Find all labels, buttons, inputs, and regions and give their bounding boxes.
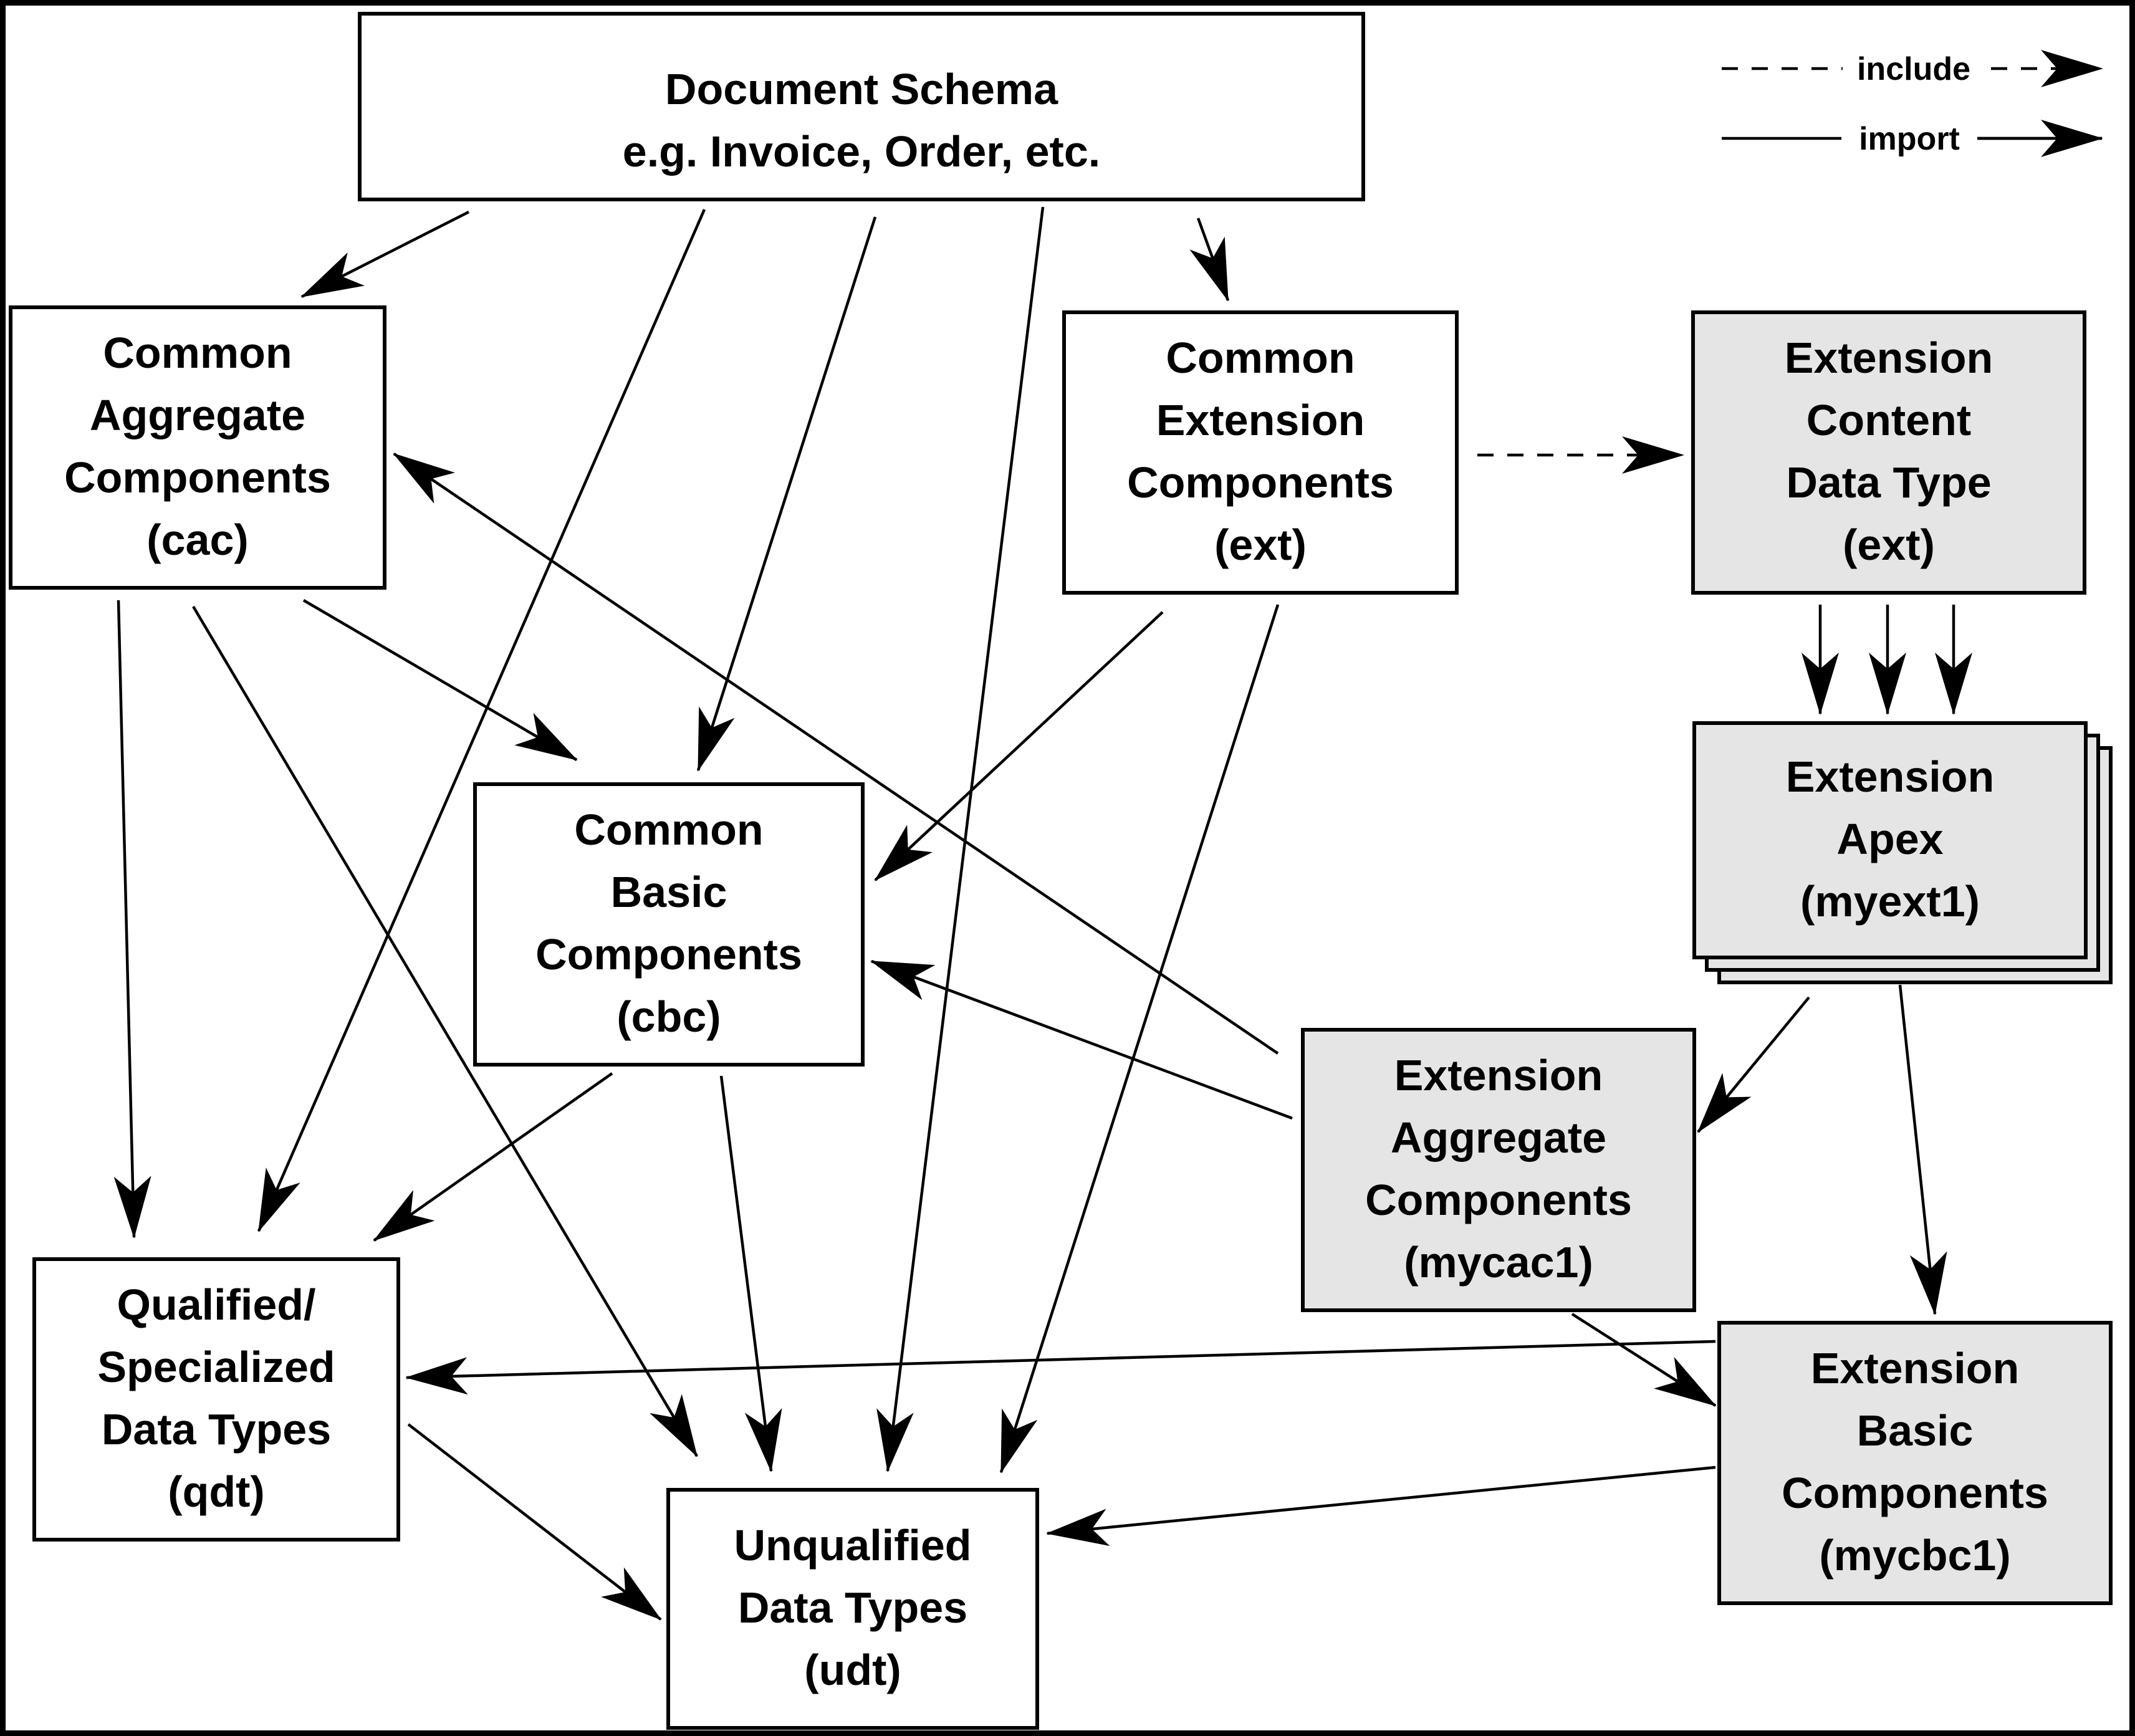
node-ebc-box [1717,1321,2113,1605]
node-ext-label-line-1: Common [1166,333,1355,382]
edge-ext-to-cbc [874,611,1164,881]
node-eac-label-line-2: Aggregate [1391,1113,1606,1162]
node-udt-box [666,1488,1039,1730]
legend-include-label-bg [1843,46,1985,90]
node-doc-label-line-1: Document Schema [665,65,1058,113]
legend-include-label: include [1857,51,1970,87]
node-ebc-label-line-2: Basic [1857,1406,1974,1455]
node-doc-box [358,12,1365,201]
edge-cac-to-udt [192,605,698,1457]
node-ecdt-box [1691,310,2086,595]
edge-doc-to-qdt [257,209,706,1232]
node-apex-box [1692,721,2088,959]
node-ext-label-line-4: (ext) [1214,520,1307,569]
node-ecdt-label-line-4: (ext) [1843,520,1935,569]
node-ecdt-label-line-1: Extension [1785,333,1993,382]
node-doc-label-line-2: e.g. Invoice, Order, etc. [623,127,1100,176]
edge-eac-to-ebc [1571,1313,1717,1407]
node-ebc-label-line-3: Components [1782,1469,2048,1517]
node-eac-label-line-3: Components [1365,1176,1632,1224]
edge-doc-to-cbc [696,216,877,772]
edge-apex-to-eac [1697,996,1810,1133]
edge-doc-to-udt [876,206,1045,1472]
edge-cac-to-cbc [302,599,578,761]
node-eac-label-line-4: (mycac1) [1404,1238,1593,1287]
node-qdt-label-line-2: Specialized [97,1343,335,1391]
node-cbc-label-line-2: Basic [611,868,727,916]
node-cbc-label-line-3: Components [535,930,802,979]
node-qdt-box [32,1257,400,1542]
node-ebc-label-line-1: Extension [1811,1344,2020,1393]
node-cac-label-line-3: Components [64,453,331,502]
edge-cbc-to-udt [719,1075,782,1472]
node-ext-label-line-2: Extension [1156,396,1365,444]
legend-import-label: import [1859,121,1960,157]
node-cac-label-line-1: Common [103,328,292,377]
edge-ebc-to-qdt [405,1340,1716,1395]
node-ebc-label-line-4: (mycbc1) [1819,1531,2010,1580]
edge-eac-to-cbc [870,959,1293,1120]
node-cbc-label-line-1: Common [574,805,763,854]
node-ecdt-label-line-3: Data Type [1786,458,1991,507]
node-qdt-label-line-4: (qdt) [168,1467,264,1516]
edge-apex-to-ebc [1898,984,1947,1315]
node-ext-box [1062,310,1459,595]
edge-doc-to-ext [1189,218,1230,302]
edges [113,206,1972,1621]
node-eac-label-line-1: Extension [1394,1051,1603,1100]
node-apex-label-line-2: Apex [1836,815,1943,863]
node-apex-label-line-3: (myext1) [1800,877,1980,926]
edge-qdt-to-udt [407,1423,662,1621]
node-doc: Document Schema e.g. Invoice, Order, etc. [358,12,1365,201]
node-cac-label-line-2: Aggregate [90,391,305,439]
node-ecdt-label-line-2: Content [1806,396,1971,444]
edge-cac-to-qdt [113,600,151,1239]
node-udt-label-line-2: Data Types [738,1583,967,1632]
node-qdt-label-line-3: Data Types [102,1405,331,1454]
nodes: Document Schema e.g. Invoice, Order, etc.… [9,12,2113,1730]
node-ext-label-line-3: Components [1127,458,1394,507]
edge-doc-to-cac [300,210,470,299]
edge-cbc-to-qdt [373,1072,613,1242]
legend: include import [1722,46,2103,160]
legend-import-label-bg [1841,116,1977,160]
node-udt-label-line-3: (udt) [804,1646,901,1694]
node-apex-label-line-1: Extension [1786,752,1995,801]
edge-ext-to-udt [999,604,1280,1474]
edge-ebc-to-udt [1046,1465,1716,1547]
edge-eac-to-cac [393,453,1279,1055]
node-cbc-label-line-4: (cbc) [617,992,721,1041]
node-eac-box [1301,1028,1696,1312]
node-cac-box [9,305,386,590]
node-cac-label-line-4: (cac) [146,516,248,564]
node-udt-label-line-1: Unqualified [734,1521,971,1570]
node-qdt-label-line-1: Qualified/ [117,1280,316,1329]
node-cbc-box [473,782,865,1067]
